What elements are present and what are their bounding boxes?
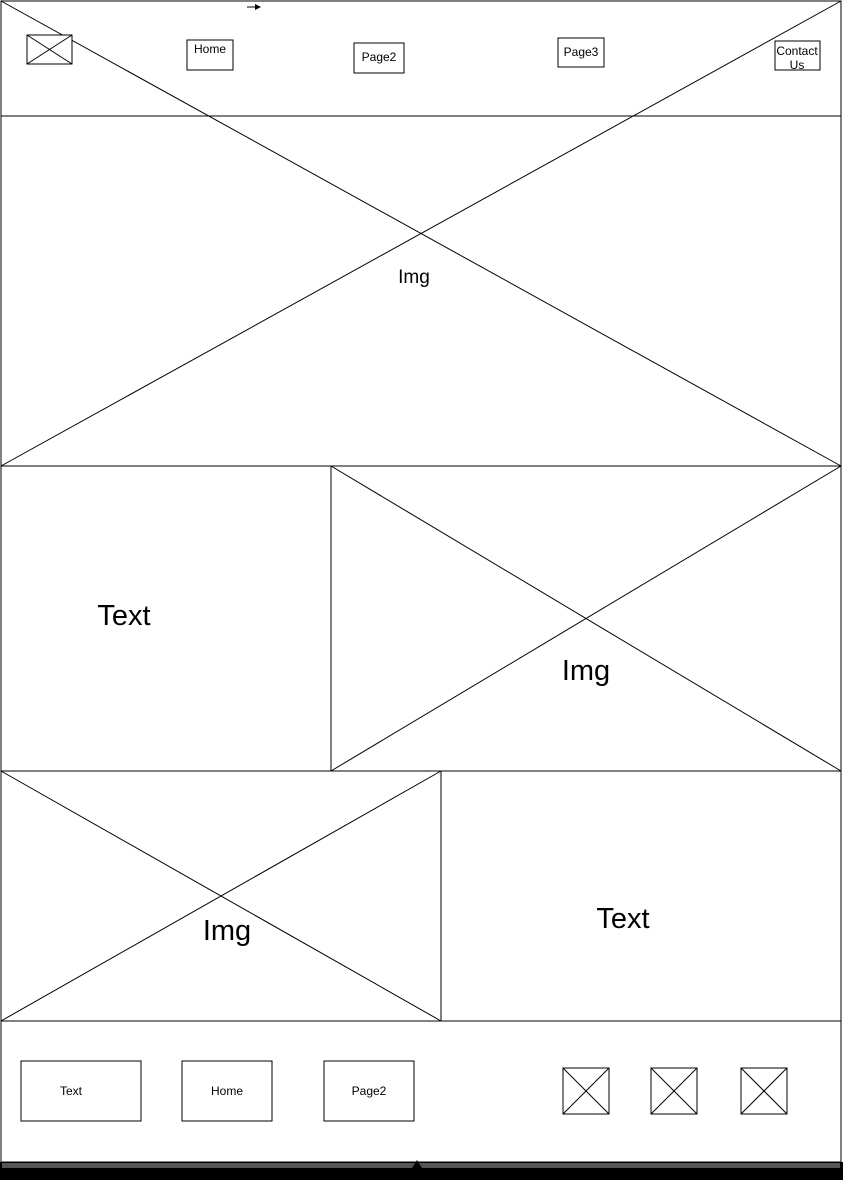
- footer: Text Home Page2: [0, 1020, 842, 1163]
- social-image-placeholder-icon[interactable]: [562, 1067, 610, 1115]
- row2-text-block: Text: [440, 770, 842, 1022]
- row1-image-label: Img: [562, 655, 610, 687]
- row2-image-placeholder: Img: [0, 770, 442, 1022]
- footer-page2-button[interactable]: Page2: [323, 1060, 415, 1122]
- row2-text-label: Text: [596, 903, 649, 935]
- nav-contact-us-button[interactable]: Contact Us: [774, 40, 821, 72]
- hero-image-placeholder: Img: [0, 115, 842, 467]
- hero-frame: [0, 115, 842, 467]
- footer-page2-label: Page2: [352, 1084, 387, 1098]
- footer-home-button[interactable]: Home: [181, 1060, 273, 1122]
- row2-cross-line-b: [0, 770, 442, 1022]
- nav-contact-label-line1: Contact: [776, 44, 818, 58]
- nav-page2-label: Page2: [362, 50, 397, 64]
- social-image-placeholder-icon[interactable]: [650, 1067, 698, 1115]
- social-image-placeholder-icon[interactable]: [740, 1067, 788, 1115]
- nav-contact-label-line2: Us: [790, 58, 805, 72]
- header-frame: [0, 0, 842, 117]
- row1-image-placeholder: Img: [330, 465, 842, 772]
- nav-home-button[interactable]: Home: [186, 39, 234, 71]
- nav-home-label: Home: [194, 42, 226, 56]
- row1-text-frame: [0, 465, 332, 772]
- arrow-right-icon: [247, 4, 261, 10]
- row1-cross-line-b: [330, 465, 842, 772]
- nav-page3-button[interactable]: Page3: [557, 37, 605, 68]
- row2-text-frame: [440, 770, 842, 1022]
- horizontal-scrollbar[interactable]: [0, 1160, 843, 1180]
- header: Home Page2 Page3 Contact Us: [0, 0, 842, 467]
- nav-page3-label: Page3: [564, 45, 599, 59]
- nav-page2-button[interactable]: Page2: [353, 42, 405, 74]
- row1-text-block: Text: [0, 465, 332, 772]
- header-cross-line-b: [0, 0, 842, 467]
- footer-text-label: Text: [60, 1084, 83, 1098]
- row2-image-label: Img: [203, 915, 251, 947]
- footer-home-label: Home: [211, 1084, 243, 1098]
- scroll-handle-up-icon[interactable]: [412, 1160, 422, 1168]
- row1-text-label: Text: [97, 600, 150, 632]
- logo-image-placeholder-icon[interactable]: [26, 34, 73, 65]
- footer-text-button[interactable]: Text: [20, 1060, 142, 1122]
- hero-image-label: Img: [398, 267, 430, 288]
- scrollbar-thumb[interactable]: [2, 1163, 840, 1168]
